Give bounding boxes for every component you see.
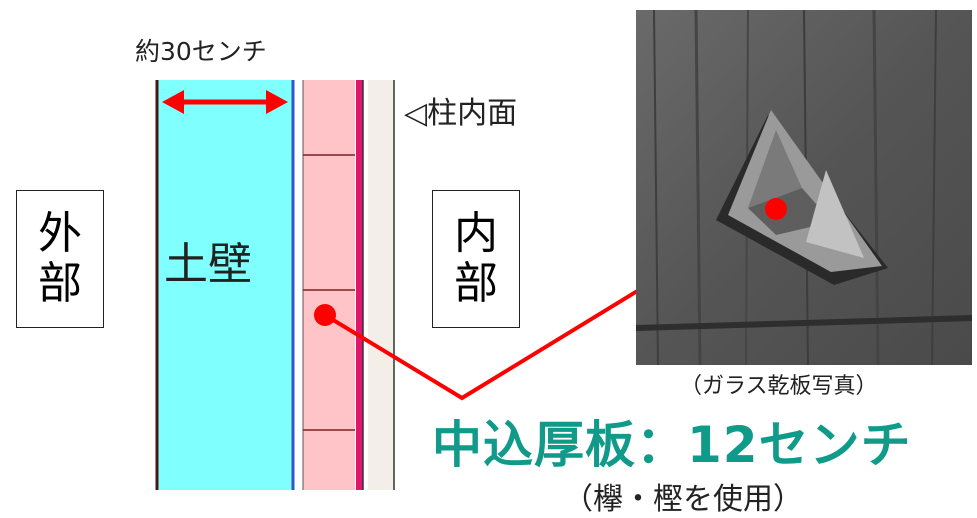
earth-wall-label: 土壁 <box>164 239 252 290</box>
board-title: 中込厚板：12センチ <box>432 416 912 474</box>
double-headed-arrow-icon <box>162 90 288 114</box>
wood-grain <box>694 10 702 365</box>
wood-grain <box>872 10 880 365</box>
wall-width-label: 約30センチ <box>135 37 267 66</box>
interior-label: 内部 <box>454 208 498 309</box>
pillar-strip <box>368 80 394 490</box>
wedge-mid-piece <box>748 188 832 235</box>
board-inner-edge <box>356 80 363 490</box>
pointer-dot-diagram <box>314 304 336 326</box>
interior-label-box: 内部 <box>432 190 520 328</box>
exterior-label: 外部 <box>38 208 82 309</box>
dimension-arrow-right-head <box>266 90 288 114</box>
wood-grain <box>931 10 937 365</box>
earth-wall <box>158 80 294 490</box>
pillar-inner-face-label: ◁柱内面 <box>404 96 518 131</box>
sill-shadow <box>636 315 972 331</box>
exterior-label-box: 外部 <box>16 190 104 328</box>
dimension-arrow-left-head <box>162 90 184 114</box>
board-subtitle: （欅・樫を使用） <box>563 482 803 517</box>
photo-caption: （ガラス乾板写真） <box>680 374 878 399</box>
pointer-dot-photo <box>765 198 787 220</box>
wedge-right-piece <box>806 170 864 258</box>
wedge-left-piece <box>748 130 802 208</box>
thick-board <box>303 80 355 490</box>
wood-grain <box>653 10 659 365</box>
glass-plate-photo <box>636 10 972 365</box>
